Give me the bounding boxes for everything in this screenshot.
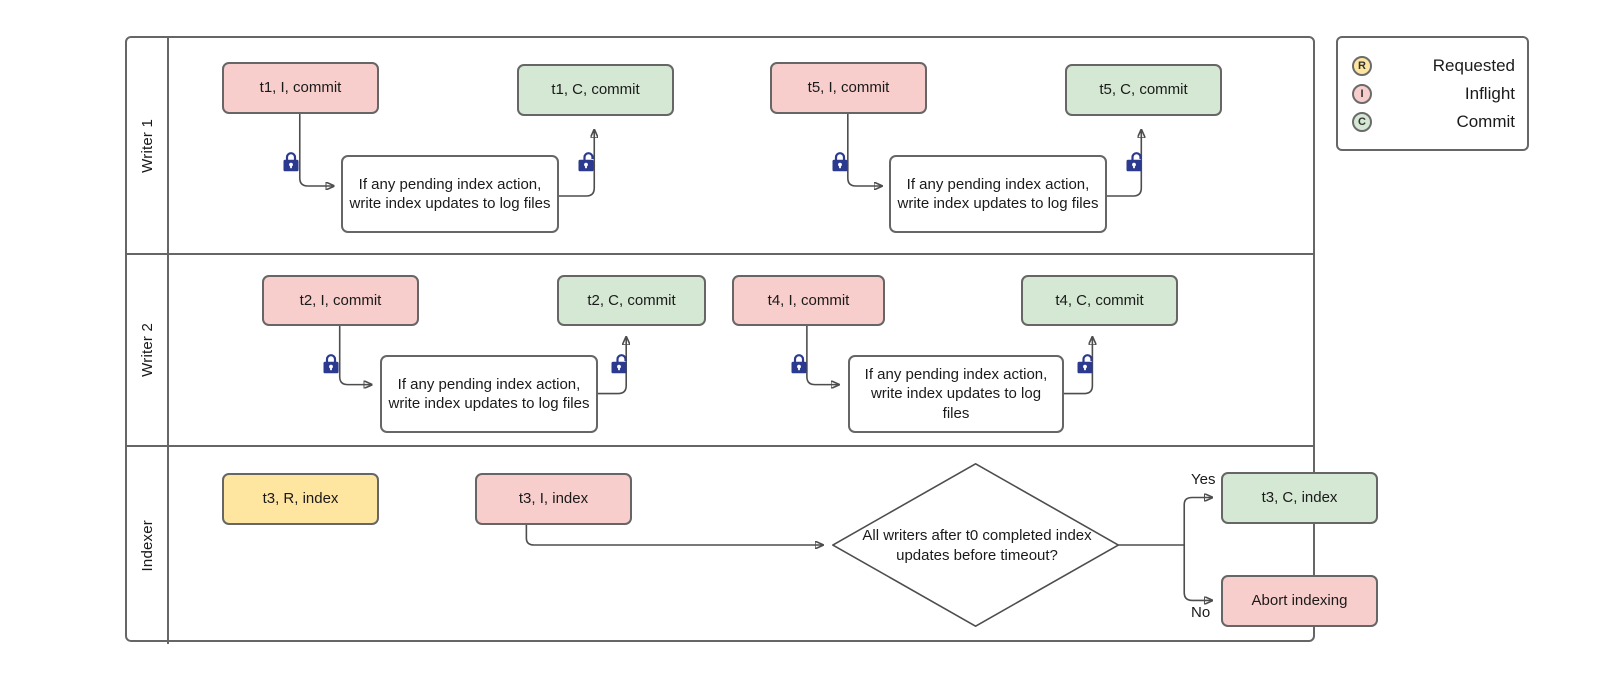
lock-closed-icon — [323, 354, 339, 374]
legend-item-commit: C Commit — [1352, 109, 1515, 135]
lane-label-indexer: Indexer — [138, 519, 156, 572]
lock-open-icon — [611, 354, 627, 374]
lane-writer-1: Writer 1 t1, I, commit If any pendin — [127, 38, 1313, 253]
legend-label-inflight: Inflight — [1464, 83, 1515, 103]
node-indexer-t3-commit[interactable]: t3, C, index — [1221, 472, 1378, 524]
node-w1-t1-commit[interactable]: t1, C, commit — [517, 64, 674, 116]
lock-open-icon — [578, 152, 594, 172]
lane-label-writer-1: Writer 1 — [138, 118, 156, 173]
lane-label-writer-2: Writer 2 — [138, 323, 156, 377]
edge-label-yes: Yes — [1191, 471, 1216, 488]
lane-writer-2: Writer 2 t2, I, commit If any pendin — [127, 253, 1313, 445]
node-w2-t2-commit[interactable]: t2, C, commit — [557, 275, 706, 326]
node-indexer-t3-inflight[interactable]: t3, I, index — [475, 473, 632, 525]
node-w2-process-2[interactable]: If any pending index action, write index… — [848, 355, 1064, 433]
lane-header-writer-1: Writer 1 — [127, 38, 169, 253]
decision-label: All writers after t0 completed index upd… — [862, 527, 1092, 564]
node-w1-t5-commit[interactable]: t5, C, commit — [1065, 64, 1222, 116]
requested-badge-icon: R — [1352, 55, 1372, 76]
node-w2-t4-commit[interactable]: t4, C, commit — [1021, 275, 1178, 326]
node-w1-t5-inflight[interactable]: t5, I, commit — [770, 62, 927, 114]
lock-closed-icon — [791, 354, 807, 374]
legend-label-requested: Requested — [1432, 55, 1515, 75]
node-w1-process-2[interactable]: If any pending index action, write index… — [889, 155, 1107, 233]
node-indexer-abort[interactable]: Abort indexing — [1221, 575, 1378, 627]
commit-badge-icon: C — [1352, 111, 1372, 132]
lane-indexer: Indexer All writ — [127, 445, 1378, 644]
swimlane-container: Writer 1 t1, I, commit If any pendin — [125, 36, 1378, 644]
node-w2-t2-inflight[interactable]: t2, I, commit — [262, 275, 419, 326]
edge-label-no: No — [1191, 604, 1211, 621]
legend-label-commit: Commit — [1456, 111, 1515, 131]
lock-open-icon — [1077, 354, 1093, 374]
lane-body-writer-1: t1, I, commit If any pending index actio… — [169, 38, 1313, 253]
legend-panel: R Requested I Inflight C Commit — [1336, 36, 1529, 151]
lock-closed-icon — [832, 152, 848, 172]
lock-open-icon — [1126, 152, 1142, 172]
lane-header-indexer: Indexer — [127, 447, 169, 644]
node-indexer-t3-requested[interactable]: t3, R, index — [222, 473, 379, 525]
lock-closed-icon — [283, 152, 299, 172]
node-w1-process-1[interactable]: If any pending index action, write index… — [341, 155, 559, 233]
node-w2-process-1[interactable]: If any pending index action, write index… — [380, 355, 598, 433]
node-w1-t1-inflight[interactable]: t1, I, commit — [222, 62, 379, 114]
inflight-badge-icon: I — [1352, 83, 1372, 104]
node-w2-t4-inflight[interactable]: t4, I, commit — [732, 275, 885, 326]
legend-item-inflight: I Inflight — [1352, 81, 1515, 107]
lane-body-writer-2: t2, I, commit If any pending index actio… — [169, 255, 1313, 445]
legend-item-requested: R Requested — [1352, 53, 1515, 79]
lane-header-writer-2: Writer 2 — [127, 255, 169, 445]
lane-body-indexer: All writers after t0 completed index upd… — [169, 447, 1378, 644]
